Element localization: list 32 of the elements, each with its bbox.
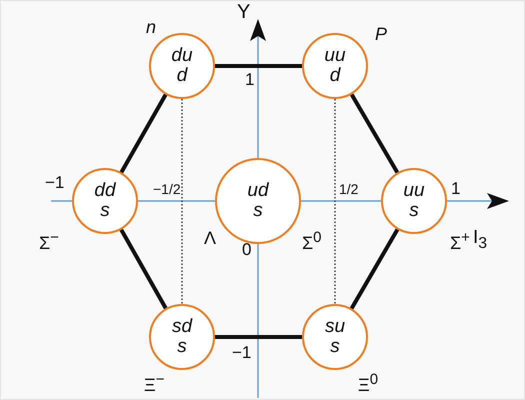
quark-content: sd s bbox=[170, 317, 194, 357]
axis-label: 1 bbox=[245, 71, 254, 89]
axis-label: Y bbox=[237, 3, 250, 21]
quark-content: du d bbox=[170, 46, 194, 86]
connector-line bbox=[350, 228, 400, 310]
particle-symbol: Σ$^{+}$ bbox=[450, 229, 470, 252]
axis-label: 1 bbox=[451, 180, 460, 198]
particle-symbol: n bbox=[146, 18, 156, 36]
axis-label: 1/2 bbox=[339, 180, 358, 198]
particle-symbol: Ξ$^{0}$ bbox=[358, 371, 378, 394]
axis-label: −1 bbox=[232, 344, 252, 362]
quark-content: ud s bbox=[246, 181, 270, 221]
connector-line bbox=[215, 335, 302, 339]
particle-symbol: Ξ$^{−}$ bbox=[144, 371, 164, 394]
particle-symbol: Λ bbox=[204, 229, 216, 247]
axis-label: −1 bbox=[45, 174, 64, 192]
particle-symbol: P bbox=[375, 25, 388, 43]
axis-label: I$_{3}$ bbox=[473, 229, 488, 253]
dotted-line bbox=[181, 99, 183, 304]
quark-content: dd s bbox=[93, 181, 117, 221]
connector-line bbox=[120, 94, 168, 174]
particle-symbol: Σ$^{0}$ bbox=[302, 229, 322, 252]
particle-symbol: Σ$^{−}$ bbox=[39, 229, 59, 252]
connector-line bbox=[350, 93, 400, 174]
quark-content: uu d bbox=[323, 46, 347, 86]
axis-label: 0 bbox=[242, 241, 252, 259]
quark-content: uu s bbox=[402, 181, 426, 221]
axis-label: −1/2 bbox=[153, 180, 181, 198]
quark-content: su s bbox=[324, 317, 346, 357]
connector-line bbox=[215, 64, 302, 68]
dotted-line bbox=[334, 99, 336, 304]
connector-line bbox=[120, 228, 168, 310]
